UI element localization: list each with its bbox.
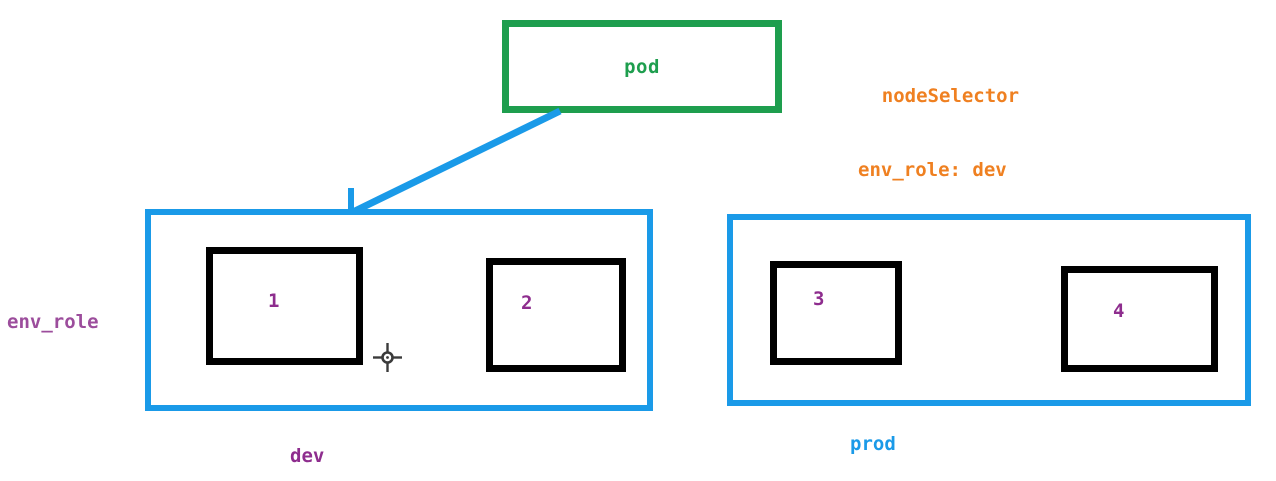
nodeselector-key-label: nodeSelector bbox=[881, 85, 1020, 107]
nodeselector-annotation: nodeSelector env_role: dev bbox=[836, 41, 1019, 263]
zone-caption-prod: prod bbox=[850, 433, 896, 455]
node-label-4: 4 bbox=[1113, 300, 1125, 322]
node-box-3[interactable] bbox=[770, 261, 902, 365]
pod-label: pod bbox=[624, 55, 660, 78]
pod-box[interactable]: pod bbox=[502, 20, 782, 113]
node-label-3: 3 bbox=[813, 288, 825, 310]
node-box-4[interactable] bbox=[1061, 266, 1218, 372]
node-label-2: 2 bbox=[521, 292, 533, 314]
nodeselector-value-label: env_role: dev bbox=[858, 159, 1007, 181]
node-box-1[interactable] bbox=[206, 247, 363, 365]
node-label-1: 1 bbox=[268, 290, 280, 312]
node-box-2[interactable] bbox=[486, 258, 626, 372]
env-role-key-label: env_role bbox=[7, 311, 99, 333]
zone-caption-dev: dev bbox=[290, 445, 325, 467]
crosshair-cursor-icon bbox=[373, 343, 402, 372]
